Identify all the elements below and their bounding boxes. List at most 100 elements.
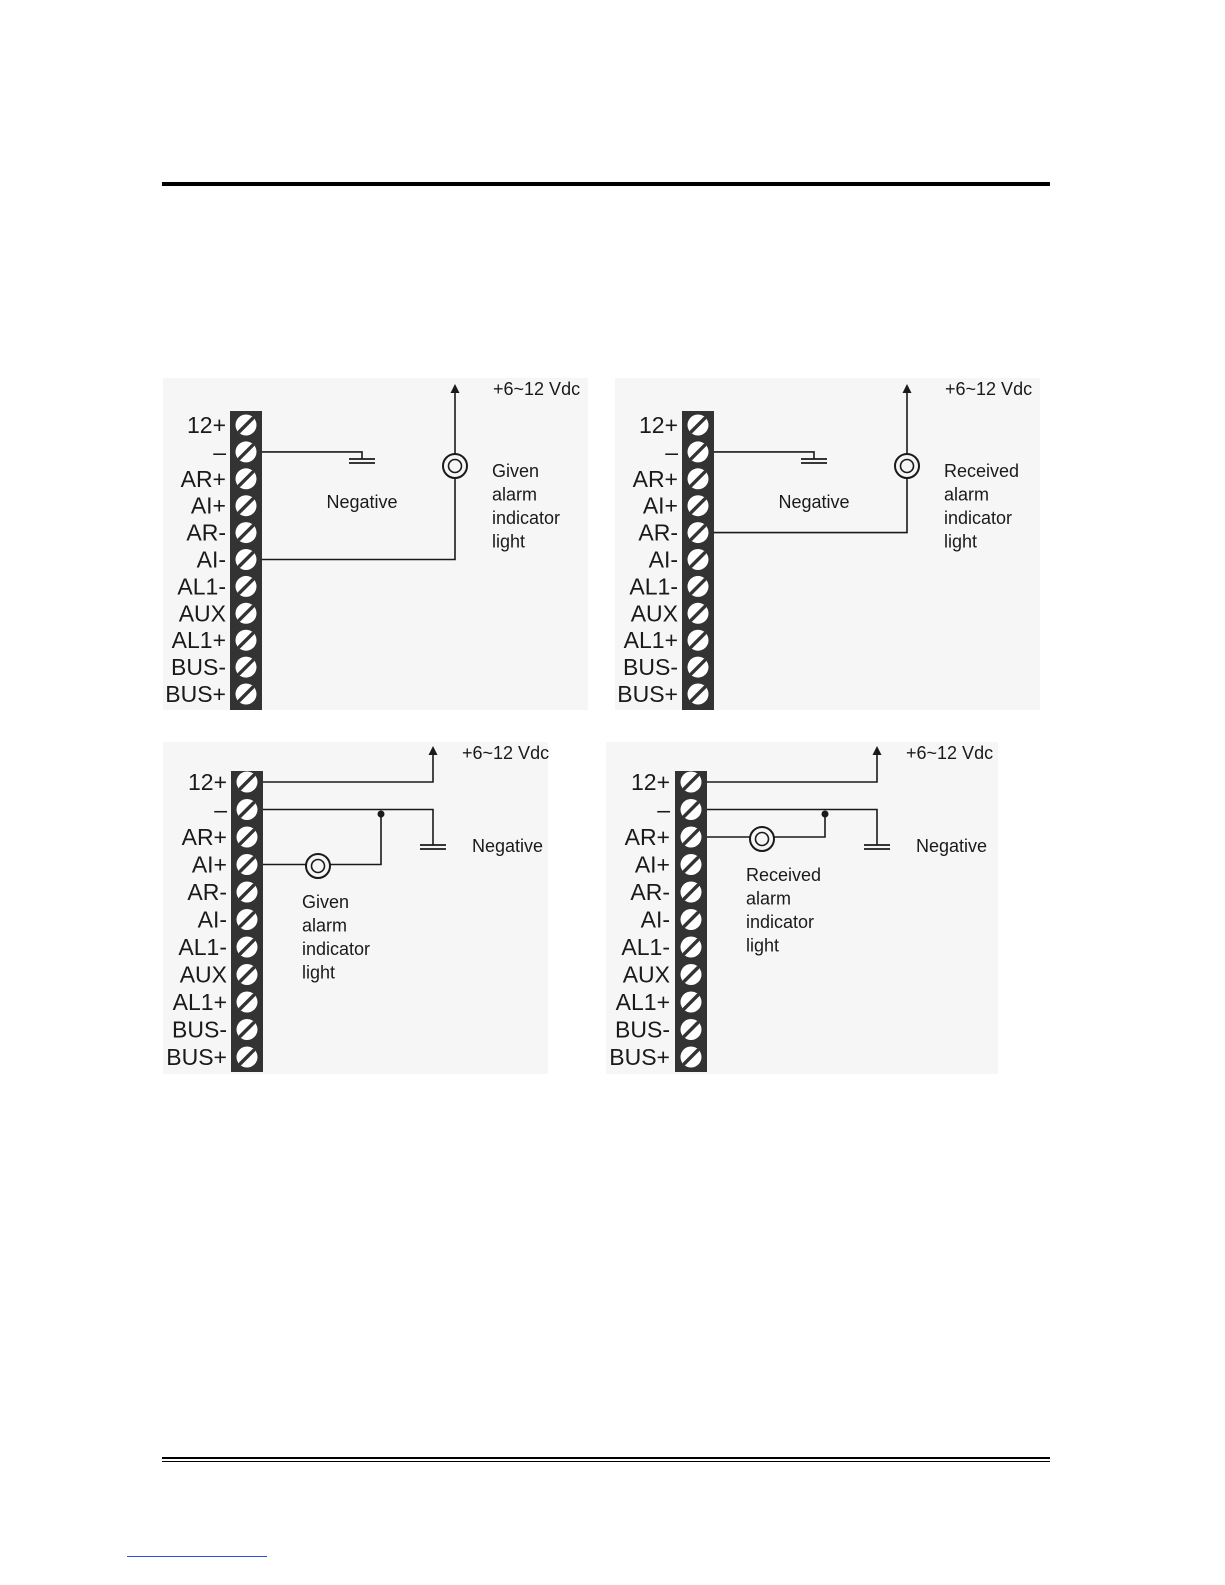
terminal-label: AR+ <box>633 466 678 492</box>
screw-slot <box>237 658 255 676</box>
wire <box>262 478 456 561</box>
screw-slot <box>689 416 707 434</box>
screw-slot <box>237 632 255 649</box>
terminal-label: AL1- <box>177 573 226 599</box>
terminal-label: AUX <box>180 962 227 988</box>
terminal-label: 12+ <box>188 769 227 795</box>
light-label-line: alarm <box>746 889 791 909</box>
terminal-label: AI+ <box>191 493 226 519</box>
terminal-label: AR- <box>638 520 678 546</box>
terminal-label: AL1- <box>178 934 227 960</box>
screw-slot <box>689 551 707 568</box>
ground-label: Negative <box>916 836 987 856</box>
screw-slot <box>689 524 707 541</box>
screw-slot <box>237 470 255 487</box>
screw-slot <box>237 524 255 541</box>
footer-rule-thin <box>162 1461 1050 1462</box>
indicator-light-icon <box>305 853 331 879</box>
screw-slot <box>689 443 707 461</box>
terminal-label: – <box>657 797 670 823</box>
light-label-line: indicator <box>492 508 560 528</box>
screw-slot <box>682 938 700 956</box>
terminal-label: AUX <box>179 600 226 626</box>
wire <box>714 478 908 534</box>
supply-label: +6~12 Vdc <box>945 379 1032 399</box>
screw-slot <box>238 966 256 983</box>
terminal-label: BUS+ <box>165 681 226 707</box>
panel-given-positive-switch: 12+–AR+AI+AR-AI-AL1-AUXAL1+BUS-BUS++6~12… <box>163 742 549 1074</box>
footer-rule <box>162 1457 1050 1459</box>
terminal-label: BUS- <box>171 654 226 680</box>
terminal-label: – <box>213 439 226 465</box>
screw-slot <box>238 911 256 928</box>
terminal-label: AL1+ <box>616 989 670 1015</box>
screw-slot <box>689 685 707 703</box>
indicator-light-inner <box>899 458 915 474</box>
supply-label: +6~12 Vdc <box>462 743 549 763</box>
wire <box>707 754 878 783</box>
ground-label: Negative <box>778 492 849 512</box>
supply-arrow-icon <box>902 384 912 393</box>
terminal-label: AL1+ <box>172 627 226 653</box>
footer-link-underline <box>127 1556 267 1557</box>
screw-slot <box>682 801 700 818</box>
light-label-line: Given <box>492 461 539 481</box>
ground-label: Negative <box>326 492 397 512</box>
screw-slot <box>237 578 255 595</box>
light-label-line: Received <box>746 865 821 885</box>
supply-label: +6~12 Vdc <box>493 379 580 399</box>
supply-arrow-icon <box>428 746 438 755</box>
panel-background <box>606 742 998 1074</box>
wire <box>714 451 815 459</box>
terminal-label: AR- <box>630 879 670 905</box>
light-label-line: alarm <box>302 916 347 936</box>
supply-arrow-icon <box>872 746 882 755</box>
screw-slot <box>689 578 707 595</box>
terminal-label: BUS- <box>623 654 678 680</box>
screw-slot <box>238 801 256 818</box>
screw-slot <box>682 993 700 1011</box>
ground-label: Negative <box>472 836 543 856</box>
terminal-label: BUS+ <box>609 1044 670 1070</box>
terminal-label: AI- <box>649 547 678 573</box>
terminal-label: AI+ <box>192 852 227 878</box>
screw-slot <box>238 856 256 873</box>
terminal-label: AR+ <box>182 824 227 850</box>
terminal-label: AL1+ <box>173 989 227 1015</box>
screw-slot <box>682 828 700 846</box>
terminal-label: 12+ <box>631 769 670 795</box>
screw-slot <box>237 497 255 514</box>
screw-slot <box>682 911 700 928</box>
terminal-label: 12+ <box>187 412 226 438</box>
screw-slot <box>237 551 255 568</box>
screw-slot <box>237 685 255 703</box>
screw-slot <box>689 605 707 622</box>
terminal-label: – <box>214 797 227 823</box>
screw-slot <box>682 856 700 873</box>
light-label-line: Given <box>302 892 349 912</box>
wire <box>707 808 878 845</box>
light-label-line: indicator <box>944 508 1012 528</box>
screw-slot <box>689 632 707 649</box>
terminal-label: AR- <box>187 879 227 905</box>
light-label-line: indicator <box>302 939 370 959</box>
screw-slot <box>682 1021 700 1038</box>
terminal-label: AUX <box>631 600 678 626</box>
indicator-light-inner <box>447 458 463 474</box>
screw-slot <box>689 658 707 676</box>
screw-slot <box>238 828 256 846</box>
terminal-label: BUS+ <box>166 1044 227 1070</box>
screw-slot <box>238 1048 256 1066</box>
wire <box>263 808 434 845</box>
screw-slot <box>237 416 255 434</box>
screw-slot <box>689 470 707 487</box>
screw-slot <box>237 605 255 622</box>
screw-slot <box>238 1021 256 1038</box>
supply-label: +6~12 Vdc <box>906 743 993 763</box>
terminal-label: AR+ <box>181 466 226 492</box>
wire <box>774 814 826 838</box>
wire <box>330 814 382 866</box>
